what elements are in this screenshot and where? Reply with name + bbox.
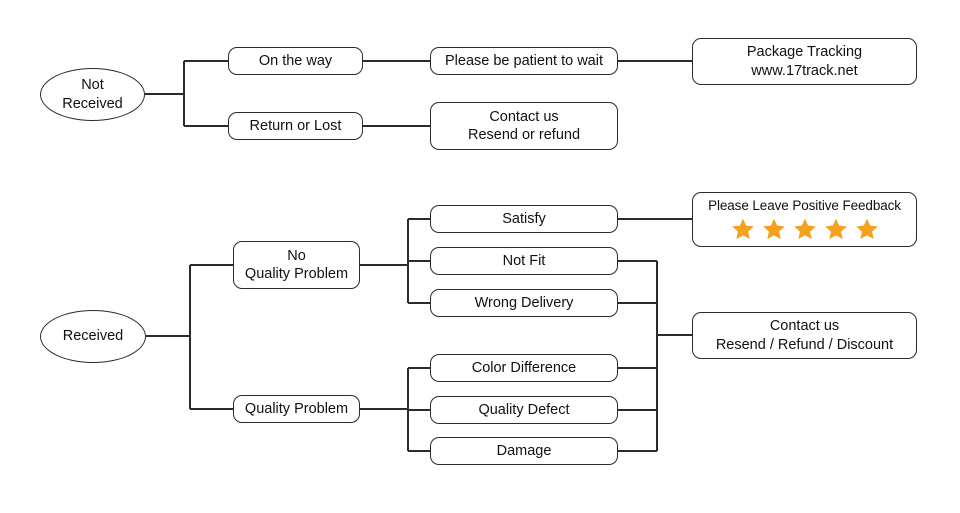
node-please-be-patient[interactable]: Please be patient to wait <box>430 47 618 75</box>
star-icon[interactable] <box>824 217 848 241</box>
node-positive-feedback[interactable]: Please Leave Positive Feedback <box>692 192 917 247</box>
node-package-tracking-url: www.17track.net <box>751 62 858 79</box>
node-contact-us-resend-or-refund[interactable]: Contact us Resend or refund <box>430 102 618 150</box>
node-color-difference[interactable]: Color Difference <box>430 354 618 382</box>
node-not-received[interactable]: Not Received <box>40 68 145 121</box>
star-icon[interactable] <box>762 217 786 241</box>
node-satisfy[interactable]: Satisfy <box>430 205 618 233</box>
node-please-be-patient-label: Please be patient to wait <box>445 52 603 69</box>
star-icon[interactable] <box>855 217 879 241</box>
node-contact-us-line1: Contact us <box>489 108 559 125</box>
node-quality-problem[interactable]: Quality Problem <box>233 395 360 423</box>
node-damage-label: Damage <box>496 442 552 459</box>
node-color-difference-label: Color Difference <box>471 359 577 376</box>
node-not-received-line1: Not <box>81 77 104 94</box>
node-not-fit[interactable]: Not Fit <box>430 247 618 275</box>
star-icon[interactable] <box>793 217 817 241</box>
node-received-label: Received <box>62 328 124 345</box>
star-rating[interactable] <box>731 217 879 241</box>
node-satisfy-label: Satisfy <box>502 210 546 227</box>
node-no-quality-problem-line2: Quality Problem <box>244 266 349 282</box>
node-contact-us-line2: Resend or refund <box>467 127 581 143</box>
positive-feedback-label: Please Leave Positive Feedback <box>708 197 901 213</box>
node-not-received-line2: Received <box>62 95 123 112</box>
star-icon[interactable] <box>731 217 755 241</box>
node-quality-defect[interactable]: Quality Defect <box>430 396 618 424</box>
node-package-tracking-line1: Package Tracking <box>746 44 863 61</box>
node-on-the-way-label: On the way <box>258 52 333 69</box>
node-no-quality-problem[interactable]: No Quality Problem <box>233 241 360 289</box>
node-no-quality-problem-line1: No <box>287 247 306 264</box>
node-on-the-way[interactable]: On the way <box>228 47 363 75</box>
node-quality-problem-label: Quality Problem <box>244 400 349 417</box>
node-wrong-delivery[interactable]: Wrong Delivery <box>430 289 618 317</box>
node-damage[interactable]: Damage <box>430 437 618 465</box>
node-quality-defect-label: Quality Defect <box>478 401 570 418</box>
node-received[interactable]: Received <box>40 310 146 363</box>
node-not-fit-label: Not Fit <box>502 252 546 269</box>
node-return-or-lost[interactable]: Return or Lost <box>228 112 363 140</box>
node-contact-us-resolution[interactable]: Contact us Resend / Refund / Discount <box>692 312 917 359</box>
node-resolution-line2: Resend / Refund / Discount <box>715 336 894 353</box>
node-resolution-line1: Contact us <box>769 318 840 335</box>
node-package-tracking[interactable]: Package Tracking www.17track.net <box>692 38 917 85</box>
node-wrong-delivery-label: Wrong Delivery <box>474 294 574 311</box>
node-return-or-lost-label: Return or Lost <box>249 117 342 134</box>
